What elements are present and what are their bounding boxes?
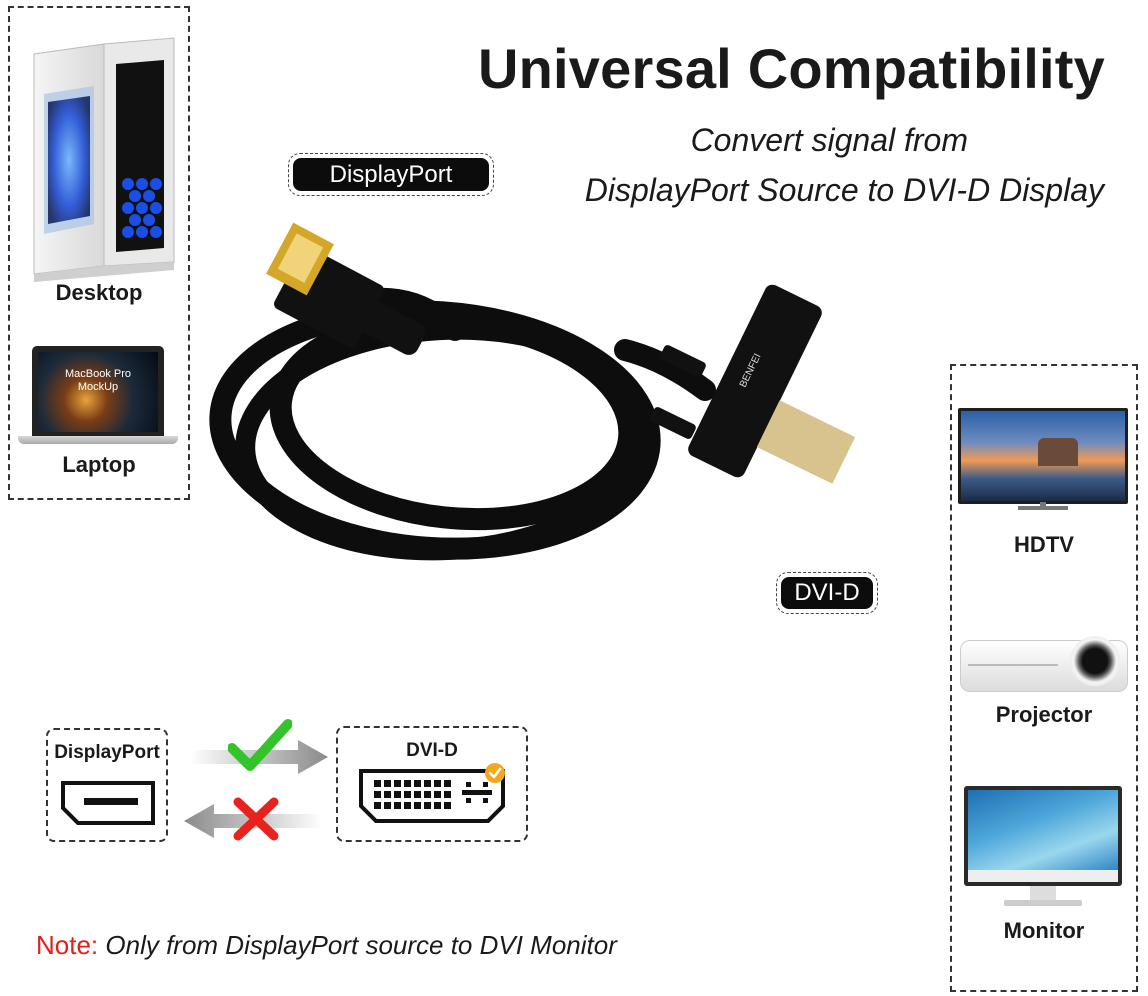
laptop-label: Laptop	[62, 452, 136, 477]
dvi-d-port-box: DVI-D	[336, 726, 528, 842]
displayport-tag-text: DisplayPort	[293, 158, 489, 191]
desktop-label: Desktop	[55, 280, 143, 305]
monitor-label: Monitor	[1003, 918, 1085, 943]
projector-image	[960, 634, 1128, 698]
source-devices-panel: Desktop MacBook Pro MockUp Laptop	[8, 6, 190, 500]
hdtv-label: HDTV	[1014, 532, 1074, 557]
displayport-port-label: DisplayPort	[54, 742, 160, 763]
dvi-d-port-label: DVI-D	[406, 740, 458, 761]
displayport-tag: DisplayPort	[288, 153, 494, 196]
note-prefix: Note:	[36, 930, 99, 960]
subtitle-line-2: DisplayPort Source to DVI-D Display	[584, 172, 1104, 208]
laptop-screen-text-1: MacBook Pro	[64, 368, 132, 380]
monitor-image	[964, 786, 1122, 912]
projector-label: Projector	[995, 702, 1093, 727]
dvi-d-tag-text: DVI-D	[781, 577, 873, 609]
page-title: Universal Compatibility	[478, 37, 1105, 100]
displayport-port-box: DisplayPort	[46, 728, 168, 842]
display-devices-panel: HDTV Projector Monitor	[950, 364, 1138, 992]
compatibility-note: Note: Only from DisplayPort source to DV…	[36, 930, 617, 961]
cross-mark-icon	[233, 797, 279, 841]
hdtv-image	[958, 408, 1128, 518]
desktop-pc-image	[33, 37, 175, 282]
laptop-image: MacBook Pro MockUp	[18, 346, 178, 446]
dvi-d-tag: DVI-D	[776, 572, 878, 614]
displayport-to-dvi-cable-image: BENFEI	[209, 222, 855, 561]
note-text: Only from DisplayPort source to DVI Moni…	[98, 930, 617, 960]
check-badge-icon	[485, 763, 505, 783]
subtitle-line-1: Convert signal from	[690, 122, 968, 158]
laptop-screen-text-2: MockUp	[77, 381, 119, 393]
check-mark-icon	[228, 719, 292, 771]
displayport-port-icon	[61, 781, 155, 825]
